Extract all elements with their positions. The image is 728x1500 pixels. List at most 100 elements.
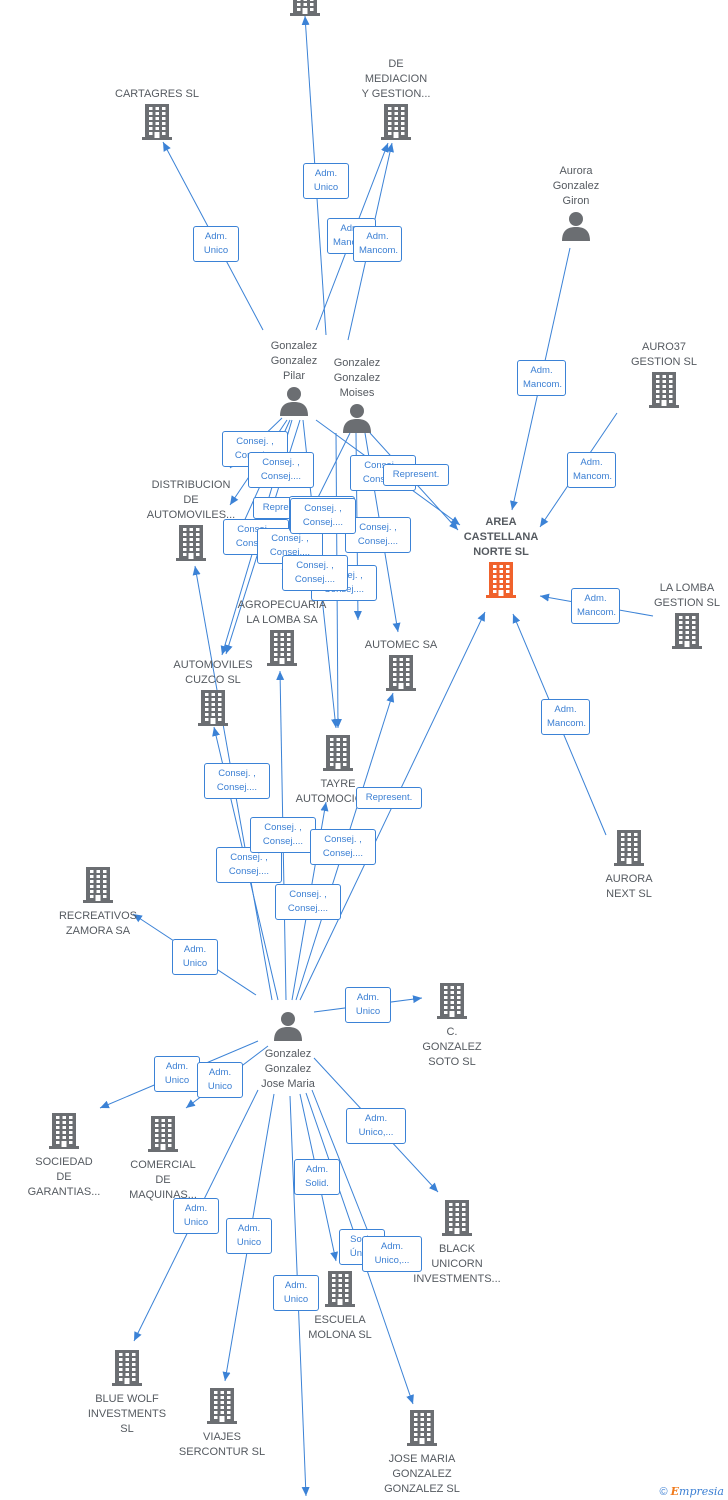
- edge-label[interactable]: Adm.Mancom.: [571, 588, 620, 624]
- building-icon: [112, 1350, 142, 1391]
- edge-label[interactable]: Adm.Unico: [173, 1198, 219, 1234]
- edge-label[interactable]: Consej. ,Consej....: [282, 555, 348, 591]
- node-automec[interactable]: AUTOMEC SA: [331, 638, 471, 696]
- edge-label[interactable]: Adm.Unico: [273, 1275, 319, 1311]
- edge-label[interactable]: Consej. ,Consej....: [250, 817, 316, 853]
- node-cartagres[interactable]: CARTAGRES SL: [87, 87, 227, 145]
- edge-label[interactable]: Adm.Mancom.: [353, 226, 402, 262]
- edge-label[interactable]: Adm.Unico: [226, 1218, 272, 1254]
- building-icon: [49, 1113, 79, 1154]
- node-label: CARTAGRES SL: [115, 88, 199, 100]
- building-icon: [381, 104, 411, 145]
- edge-label[interactable]: Consej. ,Consej....: [216, 847, 282, 883]
- building-icon: [437, 983, 467, 1024]
- edge-label[interactable]: Consej. ,Consej....: [204, 763, 270, 799]
- edge-label[interactable]: Adm.Mancom.: [541, 699, 590, 735]
- edge-label[interactable]: Consej. ,Consej....: [290, 498, 356, 534]
- building-icon: [486, 562, 516, 603]
- building-icon: [290, 0, 320, 21]
- node-top-company[interactable]: [235, 0, 375, 21]
- edge-label[interactable]: Adm.Mancom.: [517, 360, 566, 396]
- edge-label[interactable]: Consej. ,Consej....: [275, 884, 341, 920]
- edge-label[interactable]: Adm.Unico,...: [362, 1236, 422, 1272]
- edge-label[interactable]: Represent.: [356, 787, 422, 809]
- building-icon: [176, 525, 206, 566]
- edge-label[interactable]: Consej. ,Consej....: [310, 829, 376, 865]
- person-icon: [279, 386, 309, 421]
- empresia-brand[interactable]: © Empresia: [659, 1485, 724, 1498]
- person-icon: [342, 403, 372, 438]
- building-icon: [325, 1271, 355, 1312]
- edge-label[interactable]: Consej. ,Consej....: [345, 517, 411, 553]
- person-icon: [273, 1011, 303, 1046]
- node-label: AUTOMEC SA: [364, 639, 438, 651]
- building-icon: [614, 830, 644, 871]
- building-icon: [83, 867, 113, 908]
- edge-label[interactable]: Adm.Unico: [197, 1062, 243, 1098]
- person-icon: [561, 211, 591, 246]
- building-icon: [672, 613, 702, 654]
- edge-label[interactable]: Adm.Solid.: [294, 1159, 340, 1195]
- building-icon: [142, 104, 172, 145]
- building-icon: [323, 735, 353, 776]
- building-icon: [386, 655, 416, 696]
- building-icon: [198, 690, 228, 731]
- edge-label[interactable]: Represent.: [383, 464, 449, 486]
- building-icon: [267, 630, 297, 671]
- edge-label[interactable]: Consej. ,Consej....: [248, 452, 314, 488]
- edge-label[interactable]: Adm.Unico: [193, 226, 239, 262]
- building-icon: [207, 1388, 237, 1429]
- building-icon: [649, 372, 679, 413]
- edge-label[interactable]: Adm.Unico: [303, 163, 349, 199]
- edge-label[interactable]: Adm.Unico: [172, 939, 218, 975]
- edge-label[interactable]: Adm.Unico: [154, 1056, 200, 1092]
- edge-label[interactable]: Adm.Unico,...: [346, 1108, 406, 1144]
- brand-logo-text: mpresia: [679, 1485, 724, 1498]
- edge-label[interactable]: Adm.Mancom.: [567, 452, 616, 488]
- copyright-symbol: ©: [659, 1486, 668, 1498]
- edge-label[interactable]: Adm.Unico: [345, 987, 391, 1023]
- brand-logo-e: E: [670, 1485, 680, 1498]
